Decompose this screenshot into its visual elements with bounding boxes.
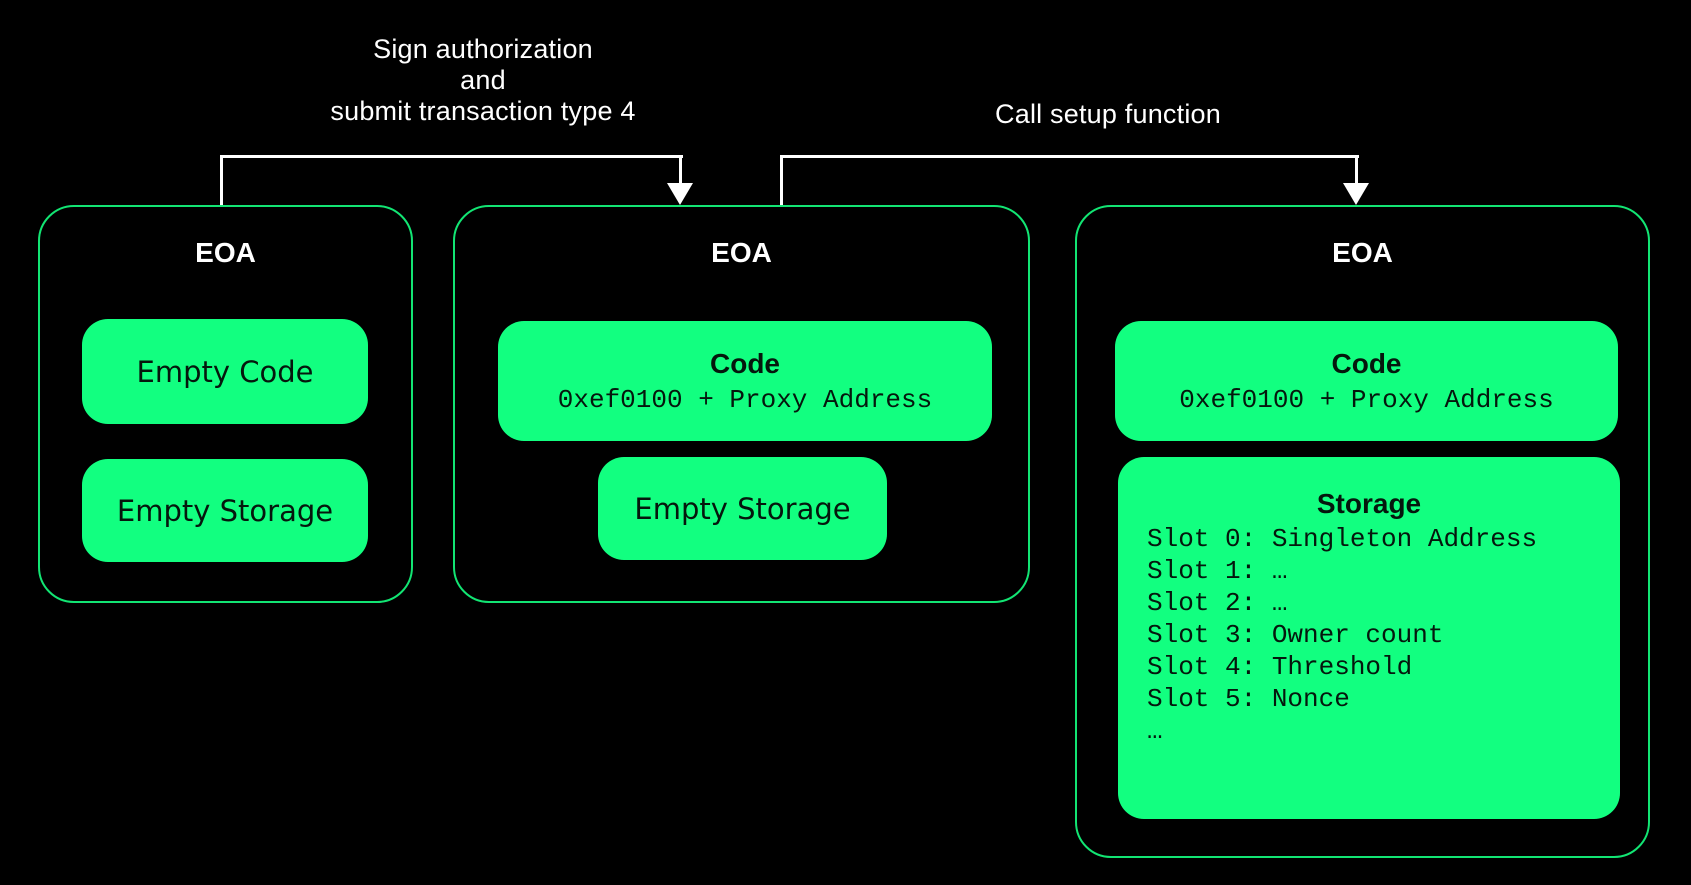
empty-storage-pill: Empty Storage <box>598 457 887 560</box>
storage-slot-list: Slot 0: Singleton Address Slot 1: … Slot… <box>1118 523 1620 747</box>
code-pill-title: Code <box>710 347 780 379</box>
arrowhead-down-icon <box>1343 183 1369 205</box>
flow-label-sign-authorization: Sign authorization and submit transactio… <box>233 34 733 127</box>
flow-label-line: Sign authorization <box>373 34 593 64</box>
flow-label-line: and <box>460 65 506 95</box>
arrowhead-down-icon <box>667 183 693 205</box>
code-pill: Code 0xef0100 + Proxy Address <box>1115 321 1618 441</box>
storage-slot: Slot 5: Nonce <box>1147 684 1350 714</box>
storage-slot: Slot 2: … <box>1147 588 1288 618</box>
pill-label: Empty Code <box>136 354 314 389</box>
eoa-box-setup: EOA Code 0xef0100 + Proxy Address Storag… <box>1075 205 1650 858</box>
storage-pill-title: Storage <box>1316 488 1422 519</box>
arrow-segment <box>679 155 682 186</box>
eoa-title: EOA <box>711 237 772 268</box>
arrow-segment <box>220 155 683 158</box>
code-pill-title: Code <box>1331 347 1402 379</box>
flow-label-call-setup: Call setup function <box>958 99 1258 130</box>
arrow-segment <box>780 155 783 206</box>
pill-label: Empty Storage <box>634 491 851 526</box>
storage-slot: Slot 4: Threshold <box>1147 652 1413 682</box>
storage-slot: … <box>1147 716 1163 746</box>
eoa-title: EOA <box>1332 237 1393 268</box>
code-pill: Code 0xef0100 + Proxy Address <box>498 321 992 441</box>
arrow-segment <box>220 155 223 206</box>
flow-label-line: Call setup function <box>995 99 1221 129</box>
arrow-segment <box>1355 155 1358 186</box>
storage-slot: Slot 0: Singleton Address <box>1147 524 1538 554</box>
eoa-box-initial: EOA Empty Code Empty Storage <box>38 205 413 603</box>
empty-storage-pill: Empty Storage <box>82 459 368 562</box>
empty-code-pill: Empty Code <box>82 319 368 424</box>
storage-slot: Slot 3: Owner count <box>1147 620 1444 650</box>
eoa-box-delegated: EOA Code 0xef0100 + Proxy Address Empty … <box>453 205 1030 603</box>
arrow-segment <box>780 155 1359 158</box>
code-pill-value: 0xef0100 + Proxy Address <box>557 384 933 415</box>
eoa-title: EOA <box>195 237 256 268</box>
flow-label-line: submit transaction type 4 <box>330 96 636 126</box>
storage-pill: Storage Slot 0: Singleton Address Slot 1… <box>1118 457 1620 819</box>
pill-label: Empty Storage <box>116 493 334 528</box>
storage-slot: Slot 1: … <box>1147 556 1288 586</box>
code-pill-value: 0xef0100 + Proxy Address <box>1179 384 1554 415</box>
